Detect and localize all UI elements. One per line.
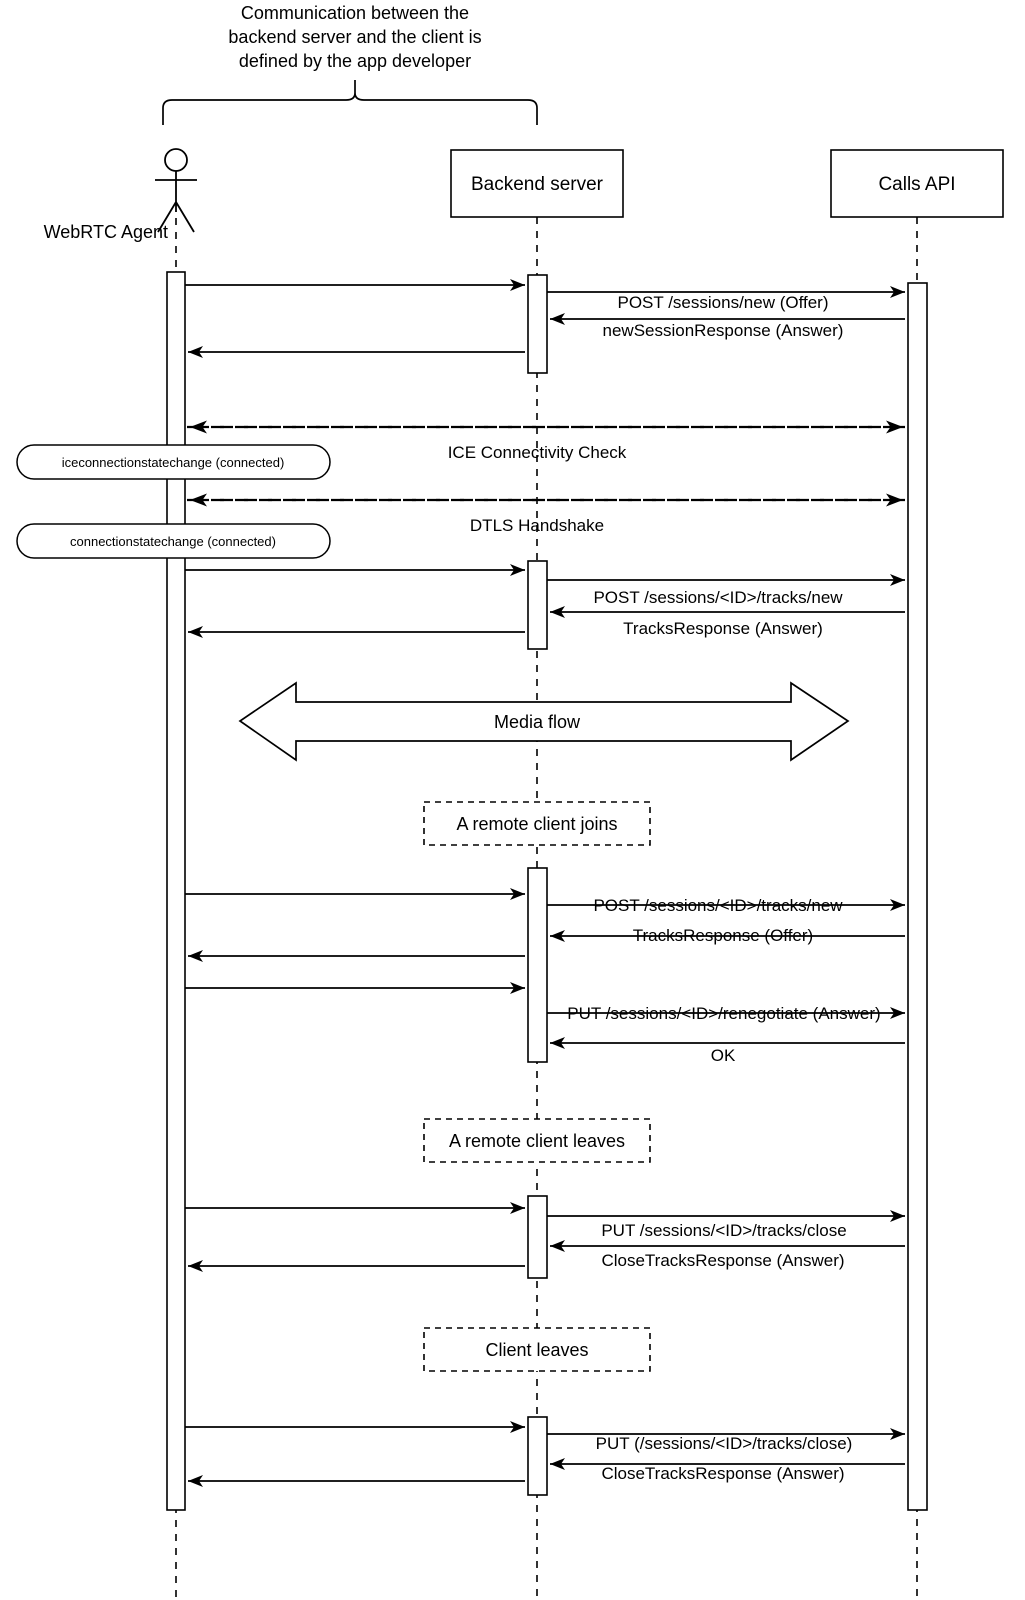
- message-group-new-session: POST /sessions/new (Offer) newSessionRes…: [185, 279, 905, 358]
- message-m5-label: ICE Connectivity Check: [448, 443, 627, 462]
- activation-backend-2: [527, 560, 548, 650]
- message-m16-label: PUT /sessions/<ID>/renegotiate (Answer): [567, 1004, 880, 1023]
- media-flow-arrow: Media flow: [238, 681, 850, 762]
- message-m9-label: TracksResponse (Answer): [623, 619, 823, 638]
- message-m19-label: PUT /sessions/<ID>/tracks/close: [601, 1221, 846, 1240]
- participant-calls-api[interactable]: Calls API: [830, 149, 1004, 1600]
- message-m8-label: POST /sessions/<ID>/tracks/new: [593, 588, 843, 607]
- caption-text: Communication between the backend server…: [228, 3, 481, 71]
- caption-line-3: defined by the app developer: [239, 51, 471, 71]
- message-group-ice-dtls: ICE Connectivity Check DTLS Handshake: [187, 420, 905, 535]
- participant-label-backend: Backend server: [471, 174, 604, 195]
- fragment-box-join: [423, 801, 651, 846]
- message-m24-label: CloseTracksResponse (Answer): [601, 1464, 844, 1483]
- actor-stick-figure-icon: [155, 148, 197, 233]
- participant-label-agent: WebRTC Agent: [44, 222, 168, 242]
- fragment-remote-client-joins[interactable]: A remote client joins: [423, 801, 651, 846]
- fragment-box-remote-leave: [423, 1118, 651, 1163]
- note-iceconnectionstatechange[interactable]: iceconnectionstatechange (connected): [16, 444, 331, 480]
- message-m3-label: newSessionResponse (Answer): [603, 321, 844, 340]
- activation-backend-5: [527, 1416, 548, 1496]
- note-label-conn: connectionstatechange (connected): [70, 534, 276, 549]
- note-box-conn: [16, 523, 331, 559]
- message-m12-label: POST /sessions/<ID>/tracks/new: [593, 896, 843, 915]
- scope-brace: [162, 80, 538, 125]
- caption-line-2: backend server and the client is: [228, 27, 481, 47]
- activation-calls: [907, 282, 928, 1511]
- fragment-box-client-leave: [423, 1327, 651, 1372]
- participant-label-calls: Calls API: [878, 174, 955, 195]
- note-label-ice: iceconnectionstatechange (connected): [62, 455, 285, 470]
- note-connectionstatechange[interactable]: connectionstatechange (connected): [16, 523, 331, 559]
- activation-backend-4: [527, 1195, 548, 1279]
- message-group-tracks-new-1: POST /sessions/<ID>/tracks/new TracksRes…: [185, 564, 905, 638]
- media-flow-label: Media flow: [494, 712, 581, 732]
- fragment-label-remote-leave: A remote client leaves: [449, 1131, 625, 1151]
- message-m17-label: OK: [711, 1046, 736, 1065]
- activation-agent: [166, 271, 186, 1511]
- message-group-tracks-close-1: PUT /sessions/<ID>/tracks/close CloseTra…: [185, 1202, 905, 1272]
- note-box-ice: [16, 444, 331, 480]
- message-group-renegotiate: POST /sessions/<ID>/tracks/new TracksRes…: [185, 888, 905, 1065]
- fragment-remote-client-leaves[interactable]: A remote client leaves: [423, 1118, 651, 1163]
- message-m6-label: DTLS Handshake: [470, 516, 604, 535]
- fragment-label-join: A remote client joins: [456, 814, 617, 834]
- message-m20-label: CloseTracksResponse (Answer): [601, 1251, 844, 1270]
- fragment-client-leaves[interactable]: Client leaves: [423, 1327, 651, 1372]
- message-m13-label: TracksResponse (Offer): [633, 926, 813, 945]
- participant-box-backend: [450, 149, 624, 218]
- message-m23-label: PUT (/sessions/<ID>/tracks/close): [596, 1434, 853, 1453]
- message-m2-label: POST /sessions/new (Offer): [618, 293, 829, 312]
- message-group-tracks-close-2: PUT (/sessions/<ID>/tracks/close) CloseT…: [185, 1421, 905, 1487]
- fragment-label-client-leave: Client leaves: [485, 1340, 588, 1360]
- media-flow-shape: [238, 681, 850, 762]
- caption-line-1: Communication between the: [241, 3, 469, 23]
- activation-backend-1: [527, 274, 548, 374]
- activation-backend-3: [527, 867, 548, 1063]
